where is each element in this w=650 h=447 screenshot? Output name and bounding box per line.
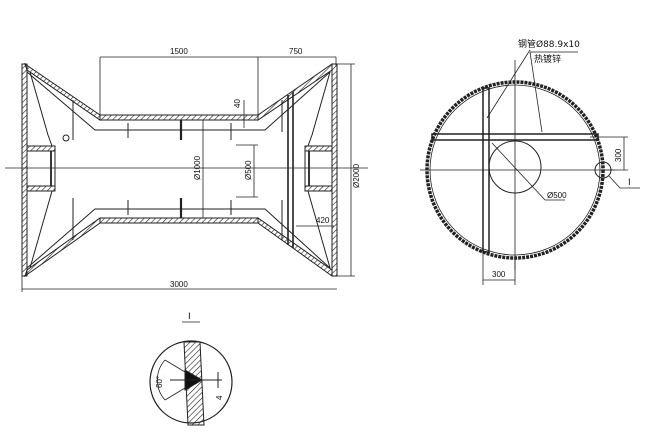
detail-weld-size: 4 [215, 395, 224, 400]
end-view [420, 49, 640, 285]
pipe-label: 钢管Ø88.9x10 [518, 38, 580, 50]
dim-300-vertical: 300 [614, 148, 623, 162]
side-view [5, 56, 368, 292]
detail-angle: 60° [155, 376, 164, 388]
lower-cylinder-wall [99, 217, 259, 224]
center-hole [488, 140, 542, 194]
left-end-plate [21, 63, 28, 277]
right-nozzle-top [304, 145, 333, 152]
right-end-plate [331, 63, 338, 277]
dim-420: 420 [316, 216, 330, 225]
detail-marker-label: I [628, 178, 631, 188]
detail-marker-circle [594, 161, 612, 179]
lower-right-cone [257, 217, 333, 277]
small-hole [62, 134, 70, 142]
left-nozzle-bottom [26, 185, 56, 192]
upper-right-cone [257, 63, 333, 121]
dim-small-diameter: Ø500 [244, 160, 253, 180]
dim-outer-diameter: Ø2000 [352, 163, 361, 188]
right-nozzle-bottom [304, 185, 333, 192]
dim-3000: 3000 [170, 280, 188, 289]
hole-diameter-label: Ø500 [547, 191, 567, 200]
dim-750: 750 [289, 47, 303, 56]
finish-label: 热镀锌 [534, 53, 561, 65]
detail-view [149, 321, 233, 426]
left-nozzle-top [26, 145, 56, 152]
dim-inner-diameter: Ø1000 [193, 155, 202, 180]
detail-title: I [188, 312, 191, 322]
upper-cylinder-wall [99, 114, 259, 121]
dim-1500: 1500 [170, 47, 188, 56]
upper-left-cone [24, 62, 101, 121]
dim-300-horizontal: 300 [492, 270, 506, 279]
dim-40: 40 [233, 99, 242, 108]
